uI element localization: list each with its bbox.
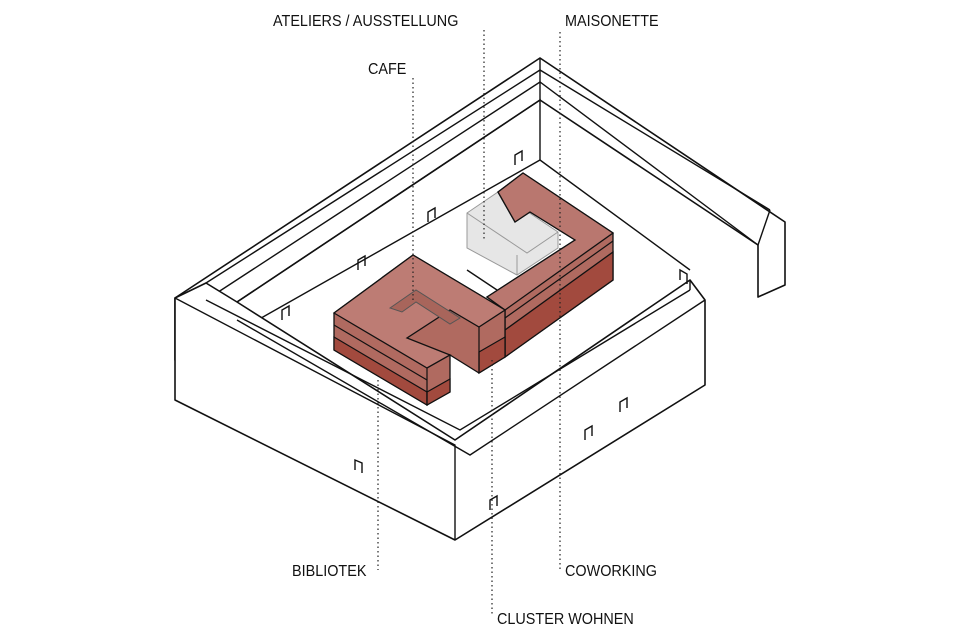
label-coworking: COWORKING: [565, 563, 657, 580]
label-ateliers: ATELIERS / AUSSTELLUNG: [273, 13, 459, 30]
ground-line: [466, 269, 498, 291]
maisonette-coworking-block: [485, 172, 615, 359]
label-maisonette: MAISONETTE: [565, 13, 659, 30]
cafe-bibliotek-block: [332, 254, 507, 407]
label-bibliotek: BIBLIOTEK: [292, 563, 367, 580]
label-cluster-wohnen: CLUSTER WOHNEN: [497, 611, 634, 628]
existing-building-front-wing: [174, 149, 706, 541]
label-cafe: CAFE: [368, 61, 407, 78]
